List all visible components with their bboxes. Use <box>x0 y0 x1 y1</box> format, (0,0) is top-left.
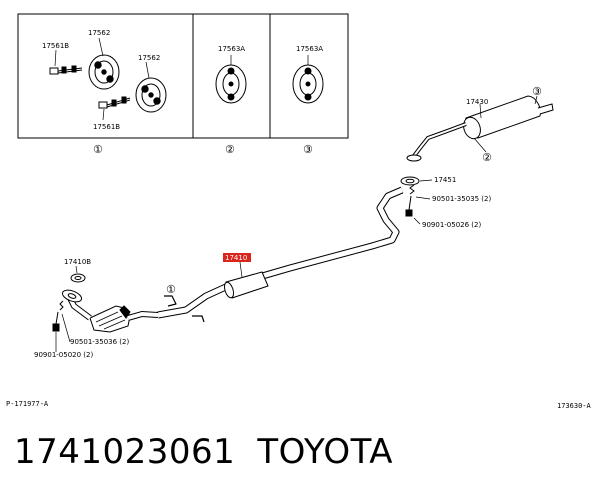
gasket-17410b <box>70 265 86 283</box>
part-number: 1741023061 <box>14 432 236 472</box>
hanger-17563a-box3 <box>292 55 324 104</box>
label-90501-35035: 90501-35035 (2) <box>432 195 491 203</box>
rear-springs-bolts <box>405 184 431 225</box>
bushing-17562-upper <box>88 54 120 90</box>
label-90901-05020: 90901-05020 (2) <box>34 351 93 359</box>
footer-code-left: P-171977-A <box>6 400 49 408</box>
box2-label-17563a: 17563A <box>218 45 245 53</box>
highlight-17410[interactable]: 17410 <box>223 253 251 278</box>
label-17430: 17430 <box>466 98 488 106</box>
box1-leader-lines <box>54 37 150 121</box>
gasket-17451 <box>400 176 433 186</box>
inset-frame <box>17 13 349 139</box>
part-caption: 1741023061 TOYOTA <box>14 432 393 472</box>
box1-label-17561b-a: 17561B <box>42 42 69 50</box>
label-17451: 17451 <box>434 176 456 184</box>
label-90501-35036: 90501-35036 (2) <box>70 338 129 346</box>
catalytic-converter <box>61 289 159 333</box>
muffler-callout-3: ③ <box>532 85 542 98</box>
callout-3: ③ <box>303 143 313 156</box>
pipe-callout-1: ① <box>166 283 176 296</box>
label-90901-05026: 90901-05026 (2) <box>422 221 481 229</box>
highlight-17410-text: 17410 <box>225 254 247 262</box>
label-17410b: 17410B <box>64 258 91 266</box>
footer-code-right: 173630-A <box>557 402 592 410</box>
callout-2: ② <box>225 143 235 156</box>
box1-label-17562-a: 17562 <box>88 29 110 37</box>
muffler-callout-2: ② <box>482 151 492 164</box>
exhaust-pipe-17410 <box>157 186 404 323</box>
box1-label-17561b-b: 17561B <box>93 123 120 131</box>
bolt-17561b-upper <box>49 65 83 75</box>
hanger-17563a-box2 <box>215 55 247 104</box>
box1-label-17562-b: 17562 <box>138 54 160 62</box>
callout-1: ① <box>93 143 103 156</box>
bushing-17562-lower <box>135 77 167 113</box>
muffler-17430 <box>406 95 554 162</box>
box3-label-17563a: 17563A <box>296 45 323 53</box>
front-springs-bolts <box>52 300 71 352</box>
brand-name: TOYOTA <box>257 432 394 472</box>
bolt-17561b-lower <box>98 96 131 109</box>
